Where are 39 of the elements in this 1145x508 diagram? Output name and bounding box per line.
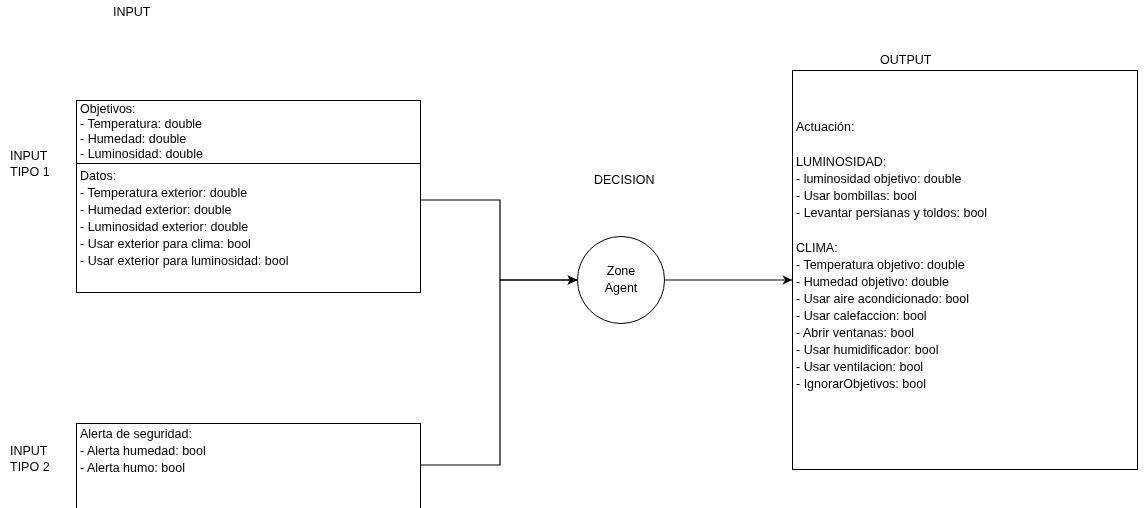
text-line: - Alerta humo: bool <box>80 460 186 477</box>
text-line: - Usar aire acondicionado: bool <box>796 291 971 308</box>
arrow <box>420 275 578 466</box>
text-line: - Temperatura: double <box>80 117 204 132</box>
text-line: - Abrir ventanas: bool <box>796 325 916 342</box>
text-line: - luminosidad objetivo: double <box>796 171 963 188</box>
section-label: INPUT TIPO 2 <box>10 443 51 475</box>
text-line: - Humedad objetivo: double <box>796 274 950 291</box>
text-line: - Temperatura objetivo: double <box>796 257 966 274</box>
text-line: - Usar calefaccion: bool <box>796 308 928 325</box>
text-line: - Usar exterior para clima: bool <box>80 236 252 253</box>
section-label: DECISION <box>594 172 656 188</box>
node-label: Zone Agent <box>603 263 639 297</box>
text-line: - Temperatura exterior: double <box>80 185 249 202</box>
text-line: Actuación: <box>796 119 856 136</box>
text-line: Objetivos: <box>80 102 137 117</box>
text-box <box>792 70 1138 470</box>
text-line: - Luminosidad exterior: double <box>80 219 250 236</box>
text-line: - Luminosidad: double <box>80 147 204 162</box>
arrow <box>664 275 793 285</box>
text-line: CLIMA: <box>796 240 839 257</box>
text-line: - IgnorarObjetivos: bool <box>796 376 927 393</box>
text-line: - Humedad exterior: double <box>80 202 233 219</box>
text-line: LUMINOSIDAD: <box>796 154 888 171</box>
section-label: INPUT TIPO 1 <box>10 148 51 180</box>
text-line: - Levantar persianas y toldos: bool <box>796 205 989 222</box>
text-line: - Humedad: double <box>80 132 188 147</box>
section-label: INPUT <box>113 4 152 20</box>
text-line: - Usar exterior para luminosidad: bool <box>80 253 290 270</box>
text-line: - Usar humidificador: bool <box>796 342 940 359</box>
text-box <box>76 163 421 293</box>
text-box <box>76 423 421 508</box>
text-line: - Usar bombillas: bool <box>796 188 918 205</box>
text-box <box>76 100 421 164</box>
section-label: OUTPUT <box>880 52 933 68</box>
text-line: Datos: <box>80 168 118 185</box>
text-line: - Alerta humedad: bool <box>80 443 207 460</box>
text-line: Alerta de seguridad: <box>80 426 193 443</box>
text-line: - Usar ventilacion: bool <box>796 359 925 376</box>
